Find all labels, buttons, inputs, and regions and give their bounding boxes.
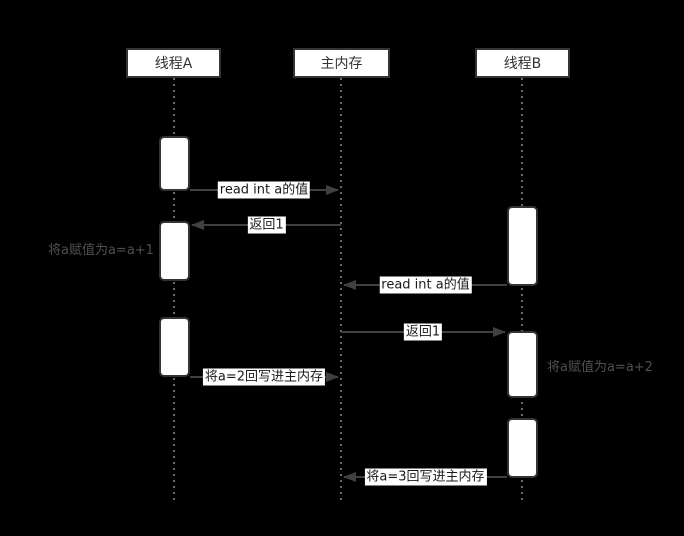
activation-box-thread-b-2 — [507, 331, 538, 398]
actor-label-main-memory: 主内存 — [320, 56, 363, 72]
actor-head-thread-a: 线程A — [126, 48, 221, 78]
actor-label-thread-a: 线程A — [154, 56, 193, 72]
lifeline-thread-b — [521, 78, 523, 502]
arrowhead-right-icon — [326, 185, 339, 195]
message-label-1: read int a的值 — [217, 181, 311, 199]
arrowhead-right-icon — [493, 327, 506, 337]
actor-head-main-memory: 主内存 — [293, 48, 390, 78]
arrowhead-left-icon — [343, 280, 356, 290]
message-label-4: 返回1 — [403, 323, 443, 341]
activation-box-thread-a-1 — [159, 136, 190, 191]
lifeline-thread-a — [173, 78, 175, 502]
message-arrow-5: 将a=2回写进主内存 — [190, 368, 339, 386]
message-label-2: 返回1 — [247, 216, 286, 234]
activation-box-thread-a-2 — [159, 221, 190, 281]
message-label-5: 将a=2回写进主内存 — [202, 368, 326, 386]
message-label-6: 将a=3回写进主内存 — [364, 468, 487, 486]
actor-label-thread-b: 线程B — [503, 56, 542, 72]
message-label-3: read int a的值 — [379, 276, 472, 294]
arrowhead-left-icon — [343, 472, 356, 482]
message-arrow-2: 返回1 — [191, 216, 341, 234]
note-thread-a-assign: 将a赋值为a=a+1 — [48, 243, 154, 258]
message-arrow-1: read int a的值 — [190, 181, 339, 199]
note-thread-b-assign: 将a赋值为a=a+2 — [547, 360, 653, 375]
message-arrow-3: read int a的值 — [343, 276, 507, 294]
arrowhead-right-icon — [326, 372, 339, 382]
message-arrow-6: 将a=3回写进主内存 — [343, 468, 507, 486]
lifeline-main-memory — [340, 78, 342, 502]
message-arrow-4: 返回1 — [341, 323, 506, 341]
actor-head-thread-b: 线程B — [475, 48, 570, 78]
activation-box-thread-a-3 — [159, 317, 190, 377]
activation-box-thread-b-3 — [507, 418, 538, 478]
arrowhead-left-icon — [191, 220, 204, 230]
activation-box-thread-b-1 — [507, 206, 538, 286]
